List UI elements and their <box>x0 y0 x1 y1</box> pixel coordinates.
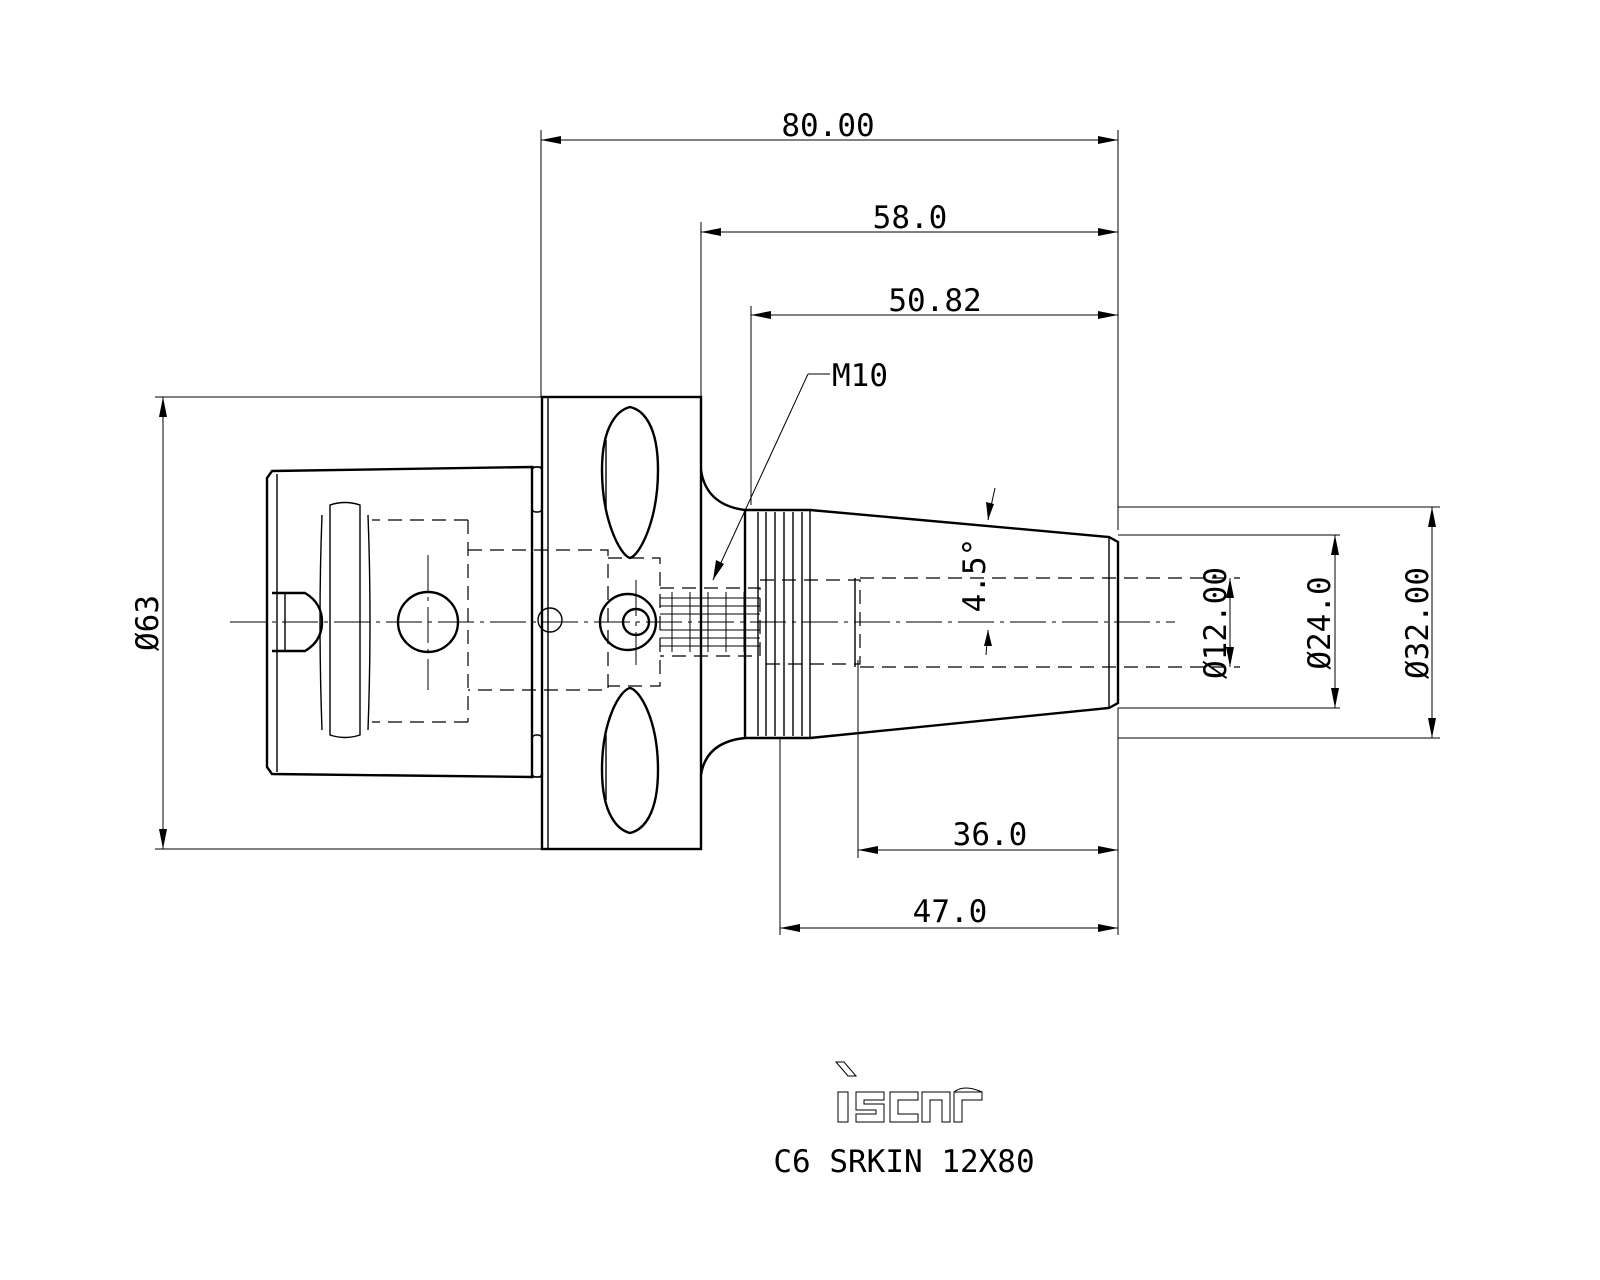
dim-bore-depth: 36.0 <box>858 817 1118 854</box>
extension-lines <box>155 130 1440 935</box>
dim-text-47: 47.0 <box>913 894 988 930</box>
dim-text-36: 36.0 <box>953 817 1028 853</box>
dim-text-58: 58.0 <box>873 200 948 236</box>
dim-thread-to-end: 50.82 <box>751 283 1118 319</box>
dim-thread-callout: M10 <box>712 358 888 581</box>
dim-text-63: Ø63 <box>130 595 166 651</box>
dim-flange-diameter: Ø63 <box>130 397 167 849</box>
part-number: C6 SRKIN 12X80 <box>773 1144 1034 1180</box>
dim-flange-to-end: 58.0 <box>701 200 1118 236</box>
dim-taper-base-diameter: Ø32.00 <box>1400 507 1436 738</box>
dim-text-angle: 4.5° <box>957 538 993 613</box>
dim-text-12: Ø12.00 <box>1198 567 1234 679</box>
dim-nose-diameter: Ø24.0 <box>1302 535 1339 708</box>
dim-taper-angle: 4.5° <box>957 487 996 656</box>
dim-text-50: 50.82 <box>888 283 981 319</box>
dim-bore-diameter: Ø12.00 <box>1198 567 1234 679</box>
iscar-logo <box>834 1061 983 1123</box>
dim-taper-length: 47.0 <box>780 894 1118 932</box>
dim-overall-length: 80.00 <box>541 108 1118 144</box>
dim-text-32: Ø32.00 <box>1400 567 1436 679</box>
tool-holder-body <box>265 395 1240 851</box>
dim-text-24: Ø24.0 <box>1302 576 1338 669</box>
dim-text-80: 80.00 <box>781 108 874 144</box>
dim-text-m10: M10 <box>832 358 888 394</box>
